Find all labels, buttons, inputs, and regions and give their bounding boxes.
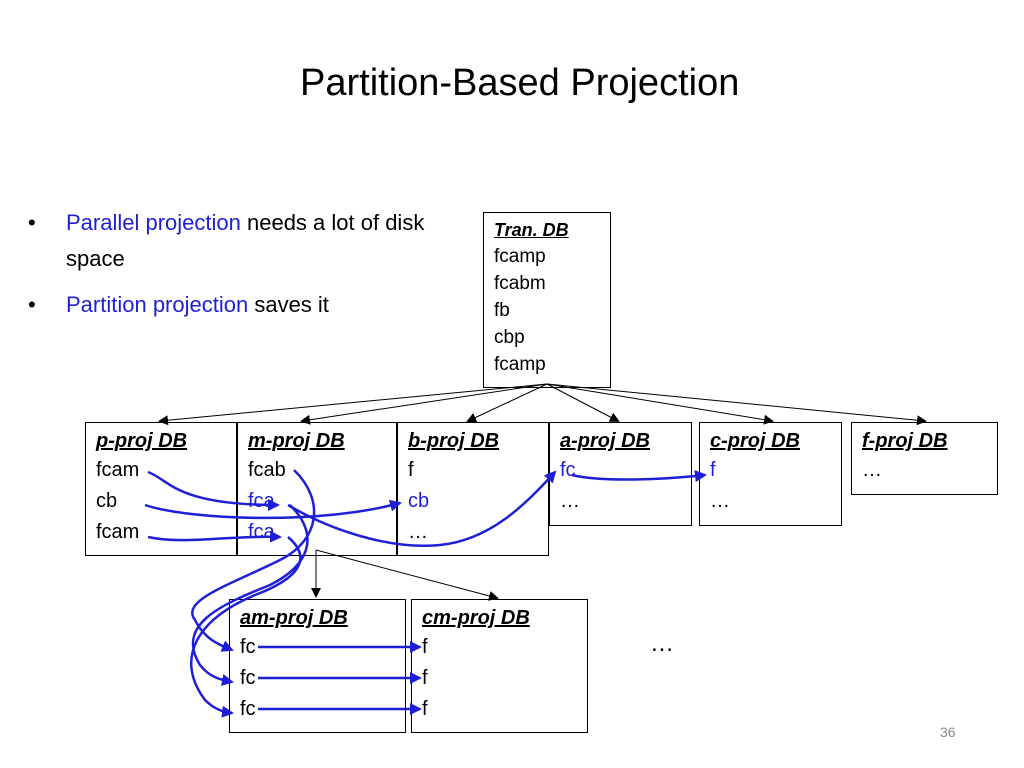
p-proj-db-row: cb	[96, 490, 118, 512]
p-proj-db-header: p-proj DB	[96, 430, 188, 452]
p-proj-db-box: p-proj DB fcam cb fcam	[85, 422, 237, 556]
slide-title: Partition-Based Projection	[300, 62, 740, 104]
c-proj-db-row: …	[710, 490, 730, 512]
bullet-list: • Parallel projection needs a lot of dis…	[28, 205, 468, 333]
p-fcam-to-m-fca2-arrow	[147, 530, 282, 543]
bullet-text: needs a lot of disk space	[66, 210, 425, 271]
bullet-item: • Parallel projection needs a lot of dis…	[28, 205, 468, 277]
m-proj-db-header: m-proj DB	[248, 430, 345, 452]
bullet-highlight: Parallel projection	[66, 210, 241, 235]
a-proj-db-row: …	[560, 490, 580, 512]
f-proj-db-row: …	[862, 459, 882, 481]
bullet-text: saves it	[248, 292, 329, 317]
tran-db-header: Tran. DB	[494, 220, 569, 240]
am-proj-db-box: am-proj DB fc fc fc	[229, 599, 406, 733]
cm-proj-db-header: cm-proj DB	[422, 607, 530, 629]
b-proj-db-box: b-proj DB f cb …	[397, 422, 549, 556]
am-proj-db-header: am-proj DB	[240, 607, 348, 629]
tran-to-a-arrow	[546, 383, 620, 422]
m-fca-to-am-fc2-arrow	[191, 504, 309, 686]
b-proj-db-header: b-proj DB	[408, 430, 500, 452]
bullet-item: • Partition projection saves it	[28, 287, 468, 323]
f-proj-db-header: f-proj DB	[862, 430, 948, 452]
tran-db-box: Tran. DB fcamp fcabm fb cbp fcamp	[483, 212, 611, 388]
tran-to-m-arrow	[300, 383, 548, 425]
m-proj-db-box: m-proj DB fcab fca fca	[237, 422, 397, 556]
c-proj-db-row: f	[710, 459, 716, 481]
b-proj-db-row: f	[408, 459, 414, 481]
tran-to-f-arrow	[546, 383, 927, 426]
tran-to-b-arrow	[466, 383, 548, 423]
a-fc-to-c-f-arrow	[571, 470, 707, 483]
p-proj-db-row: fcam	[96, 521, 140, 543]
bullet-highlight: Partition projection	[66, 292, 249, 317]
p-cb-to-b-cb-arrow	[144, 499, 402, 520]
b-proj-db-row: cb	[408, 490, 430, 512]
tran-db-row: fcamp	[494, 354, 546, 375]
tran-db-row: fcabm	[494, 273, 546, 294]
bullet-dot-icon: •	[28, 292, 36, 317]
cm-proj-db-row: f	[422, 667, 428, 689]
cm-proj-db-row: f	[422, 636, 428, 658]
c-proj-db-box: c-proj DB f …	[699, 422, 842, 526]
cm-proj-db-box: cm-proj DB f f f	[411, 599, 588, 733]
am-proj-db-row: fc	[240, 667, 256, 689]
bullet-dot-icon: •	[28, 210, 36, 235]
m-fcab-to-am-fc1-arrow	[191, 469, 316, 652]
cm-proj-db-row: f	[422, 698, 428, 720]
tran-db-row: fcamp	[494, 246, 546, 267]
tran-db-row: cbp	[494, 327, 525, 348]
m-proj-db-row: fcab	[248, 459, 286, 481]
m-fca2-to-am-fc3-arrow	[189, 536, 302, 718]
tran-to-c-arrow	[546, 383, 774, 425]
a-proj-db-row: fc	[560, 459, 576, 481]
am-proj-db-row: fc	[240, 636, 256, 658]
page-number: 36	[940, 724, 956, 740]
c-proj-db-header: c-proj DB	[710, 430, 800, 452]
tran-to-p-arrow	[158, 383, 548, 426]
more-ellipsis: …	[650, 630, 674, 657]
am-proj-db-row: fc	[240, 698, 256, 720]
p-fcam-to-m-fca-arrow	[147, 470, 280, 511]
tran-db-row: fb	[494, 300, 510, 321]
m-fca-to-b-dots-arrow	[287, 470, 557, 547]
m-to-cm-arrow	[315, 549, 499, 601]
p-proj-db-row: fcam	[96, 459, 140, 481]
b-proj-db-row: …	[408, 521, 428, 543]
f-proj-db-box: f-proj DB …	[851, 422, 998, 495]
a-proj-db-header: a-proj DB	[560, 430, 650, 452]
